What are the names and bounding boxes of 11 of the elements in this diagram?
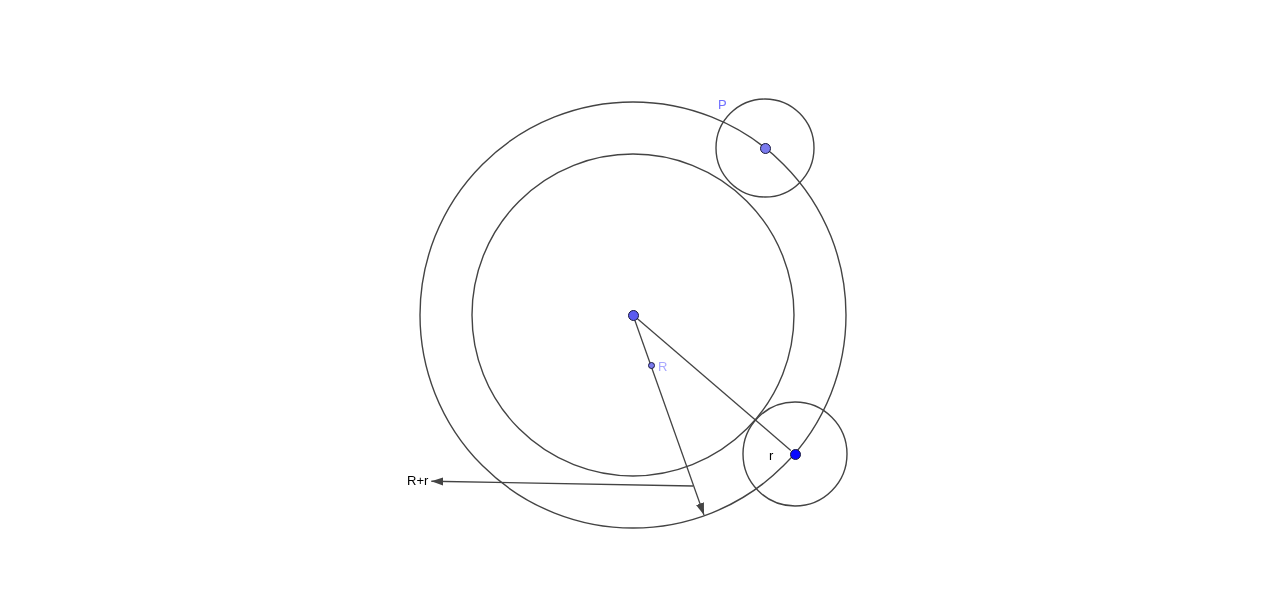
arrow <box>430 477 694 487</box>
point-label: r <box>769 448 774 463</box>
point-dot <box>759 142 771 154</box>
point-label: P <box>718 97 727 112</box>
point-dot <box>647 361 655 369</box>
point-dot <box>627 309 639 321</box>
measure-label: R+r <box>407 473 429 489</box>
line-segment <box>636 317 792 452</box>
point-dot <box>789 448 801 460</box>
point-label: R <box>658 359 668 374</box>
arrow <box>634 319 705 516</box>
